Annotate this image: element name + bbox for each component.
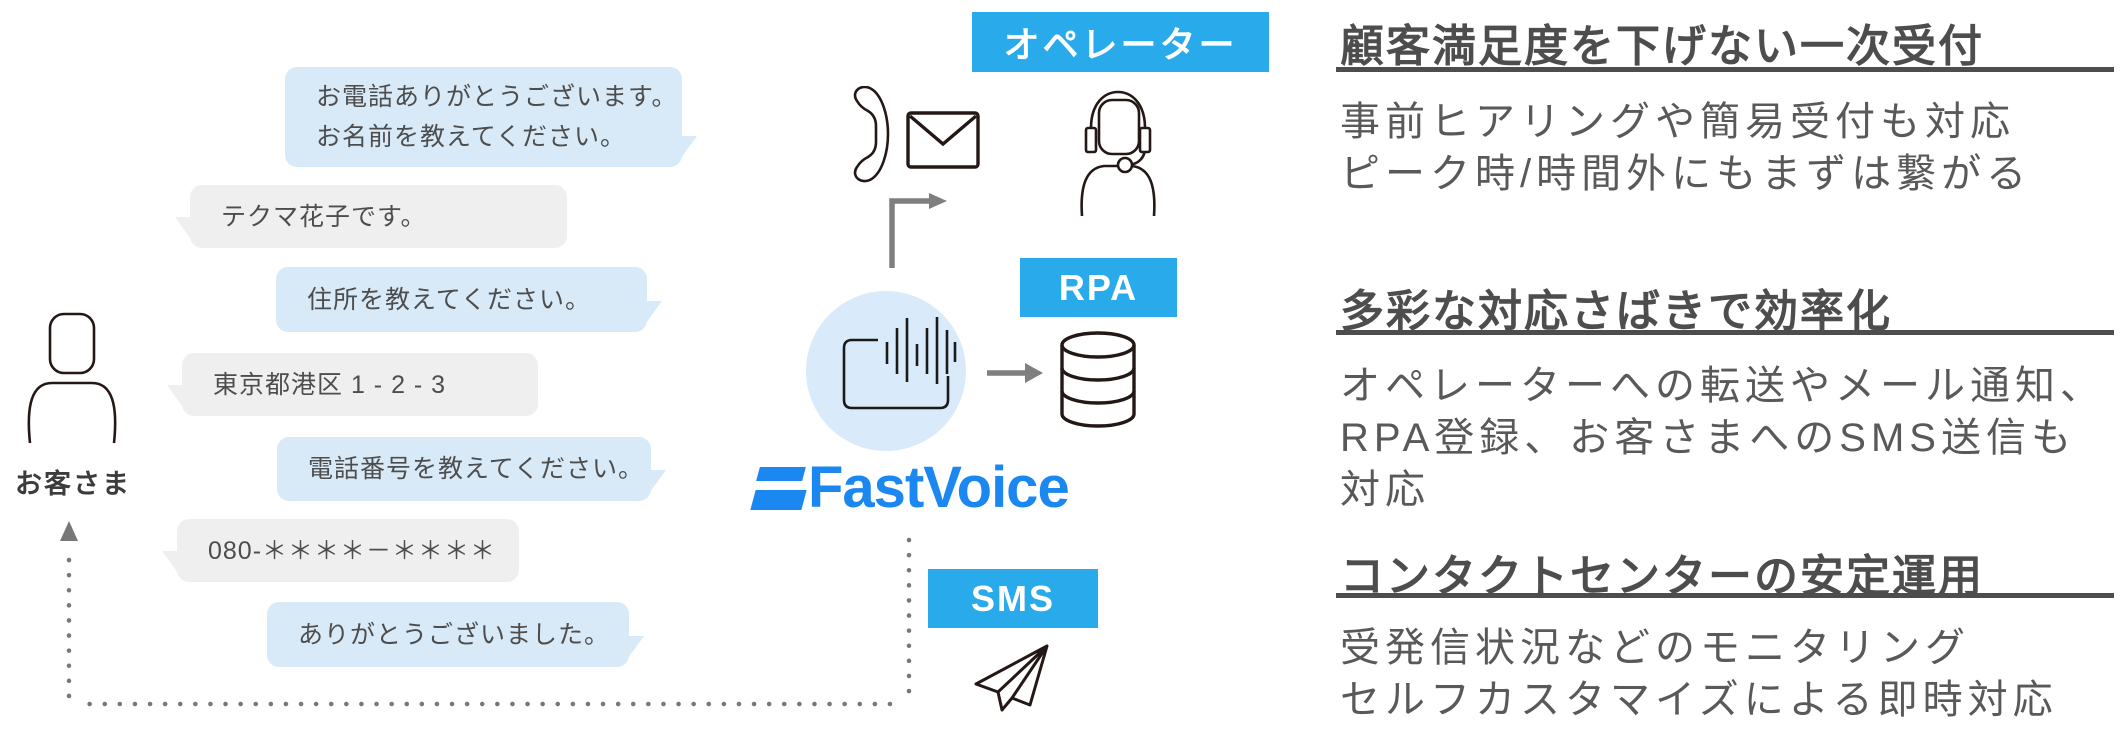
- feature-1-title: 顧客満足度を下げない一次受付: [1340, 22, 1984, 71]
- logo-mark-bar-bottom: [750, 490, 807, 510]
- chat-bubble-customer: 080-＊＊＊＊－＊＊＊＊: [162, 519, 519, 582]
- chat-bubble-bot: ありがとうございました。: [267, 602, 644, 667]
- feature-1-body: 事前ヒアリングや簡易受付も対応 ピーク時/時間外にもまずは繋がる: [1340, 100, 2032, 196]
- flow-arrow-right: [985, 360, 1045, 386]
- mail-icon: [905, 110, 981, 170]
- sms-badge: SMS: [928, 569, 1098, 628]
- feature-1-rule: [1336, 67, 2114, 72]
- flow-arrow-up-right: [885, 192, 963, 268]
- chat-bubble-bot: 住所を教えてください。: [276, 267, 662, 332]
- phone-icon: [835, 86, 893, 183]
- logo-wordmark: FastVoice: [808, 455, 1070, 520]
- operator-badge: オペレーター: [972, 12, 1269, 72]
- fastvoice-logo: FastVoice: [750, 455, 1095, 525]
- operator-headset-icon: [1072, 86, 1164, 216]
- database-icon: [1058, 330, 1138, 428]
- feature-2-title: 多彩な対応さばきで効率化: [1340, 287, 1892, 336]
- customer-icon: [22, 310, 122, 444]
- paper-plane-icon: [973, 643, 1053, 715]
- feature-3-title: コンタクトセンターの安定運用: [1340, 552, 1984, 601]
- chat-bubble-bot: お電話ありがとうございます。 お名前を教えてください。: [285, 67, 697, 167]
- feature-3-body: 受発信状況などのモニタリング セルフカスタマイズによる即時対応: [1340, 626, 2058, 722]
- feature-3-rule: [1336, 593, 2114, 598]
- voicebot-icon: [836, 312, 960, 416]
- chat-bubble-customer: 東京都港区 1 - 2 - 3: [167, 353, 538, 416]
- feature-2-body: オペレーターへの転送やメール通知、 RPA登録、お客さまへのSMS送信も対応: [1340, 364, 2105, 512]
- chat-bubble-bot: 電話番号を教えてください。: [277, 437, 666, 501]
- customer-label: お客さま: [15, 469, 131, 499]
- feature-2-rule: [1336, 330, 2114, 335]
- logo-mark-bar-top: [756, 467, 806, 481]
- chat-bubble-customer: テクマ花子です。: [175, 185, 567, 248]
- voicebot-circle: [806, 291, 966, 451]
- rpa-badge: RPA: [1020, 258, 1177, 317]
